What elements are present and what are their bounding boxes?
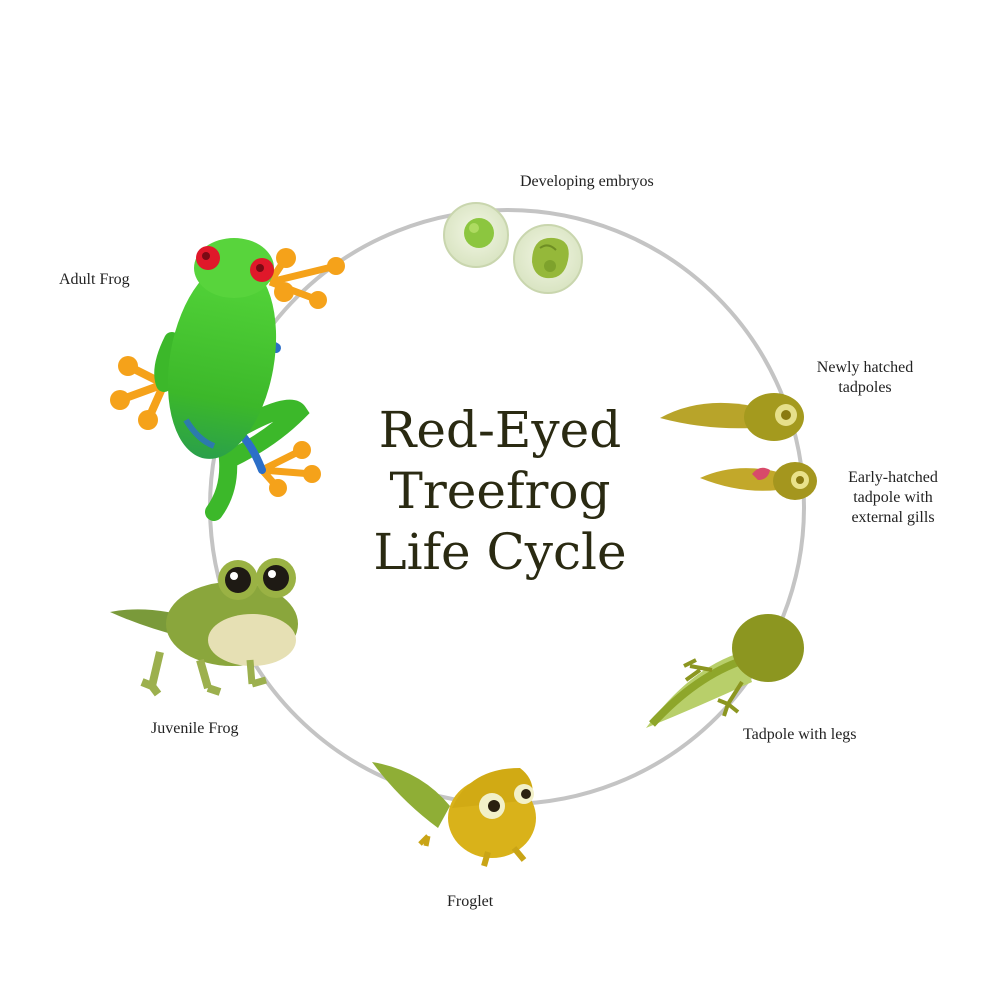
label-tadpole-with-legs: Tadpole with legs: [743, 726, 857, 743]
label-juvenile-frog: Juvenile Frog: [151, 720, 239, 737]
label-early-hatched-line-1: Early-hatched: [848, 469, 938, 486]
juvenile-frog-illustration: [110, 558, 298, 697]
newly-hatched-tadpole-illustration: [660, 393, 804, 441]
embryos-illustration: [443, 202, 583, 294]
title-line-2: Treefrog: [389, 462, 611, 520]
label-adult-frog: Adult Frog: [59, 271, 130, 288]
label-developing-embryos: Developing embryos: [520, 173, 654, 190]
title-line-1: Red-Eyed: [378, 401, 622, 459]
label-newly-hatched-line-2: tadpoles: [838, 379, 892, 396]
tadpole-with-legs-illustration: [646, 614, 804, 728]
label-newly-hatched-tadpoles: Newly hatched tadpoles: [800, 358, 930, 398]
label-early-hatched-tadpole: Early-hatched tadpole with external gill…: [828, 468, 958, 528]
label-early-hatched-line-3: external gills: [851, 509, 935, 526]
froglet-illustration: [372, 762, 536, 867]
diagram-title: Red-Eyed Treefrog Life Cycle: [300, 400, 700, 583]
label-froglet: Froglet: [447, 893, 494, 910]
label-early-hatched-line-2: tadpole with: [853, 489, 933, 506]
early-hatched-tadpole-illustration: [700, 462, 817, 500]
title-line-3: Life Cycle: [373, 523, 627, 581]
label-newly-hatched-line-1: Newly hatched: [816, 359, 914, 376]
adult-frog-illustration: [110, 238, 345, 521]
